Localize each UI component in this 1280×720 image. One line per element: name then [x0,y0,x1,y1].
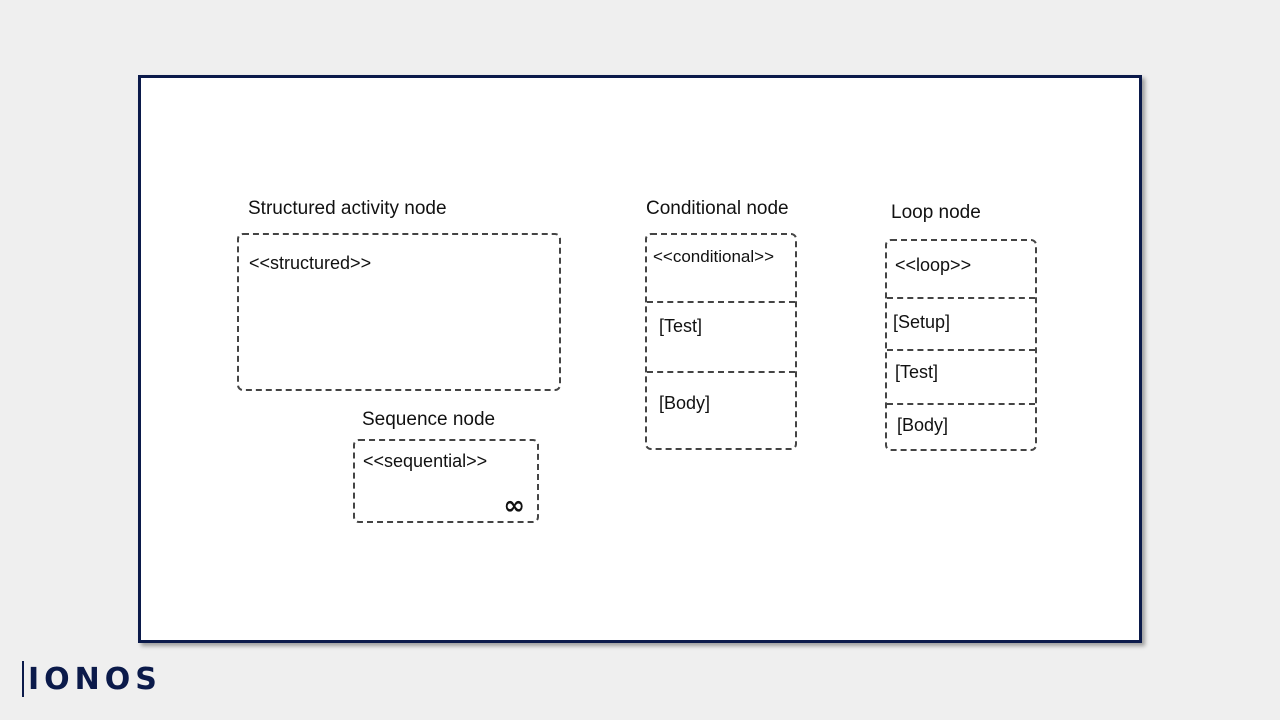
infinity-icon: ∞ [503,491,525,521]
loop-divider [887,403,1035,405]
conditional-node: <<conditional>> [Test] [Body] [645,233,797,450]
logo-text: IONOS [28,661,162,697]
loop-section-test: [Test] [895,362,939,382]
loop-divider [887,297,1035,299]
sequence-stereotype: <<sequential>> [363,451,488,471]
conditional-section-test: [Test] [659,316,703,336]
conditional-divider [647,371,795,373]
structured-stereotype: <<structured>> [249,253,372,273]
ionos-logo: IONOS [22,660,162,698]
loop-section-setup: [Setup] [893,312,951,332]
sequence-node: <<sequential>> ∞ [353,439,539,523]
loop-node-title: Loop node [891,202,981,223]
conditional-stereotype: <<conditional>> [653,247,774,266]
sequence-node-title: Sequence node [362,409,496,430]
loop-divider [887,349,1035,351]
structured-node-title: Structured activity node [248,198,447,219]
conditional-node-title: Conditional node [646,198,789,219]
loop-section-body: [Body] [897,415,949,435]
structured-node: <<structured>> [237,233,561,391]
loop-node: <<loop>> [Setup] [Test] [Body] [885,239,1037,451]
conditional-divider [647,301,795,303]
diagram-frame: Structured activity node <<structured>> … [138,75,1142,643]
logo-bar [22,661,24,697]
conditional-section-body: [Body] [659,393,711,413]
loop-stereotype: <<loop>> [895,255,972,275]
